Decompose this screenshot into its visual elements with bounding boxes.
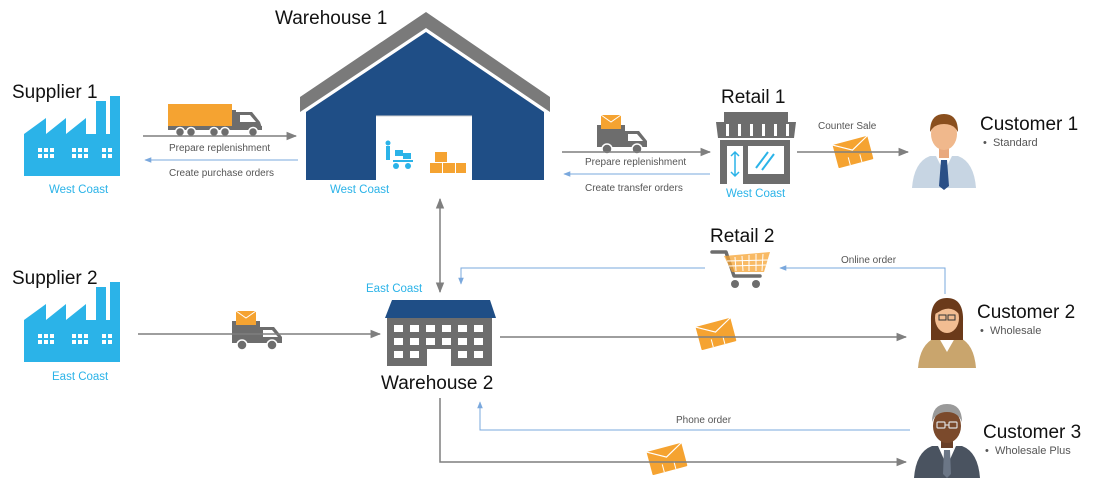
flow-label-prepare-replenishment: Prepare replenishment [585, 157, 687, 168]
customer3-type-text: Wholesale Plus [994, 445, 1071, 457]
retail1-location: West Coast [726, 188, 786, 200]
supplier1-location: West Coast [49, 184, 109, 196]
online-order-arrow [779, 265, 946, 294]
flow-label-counter-sale: Counter Sale [818, 121, 877, 132]
retail2-title: Retail 2 [710, 226, 775, 247]
wholesale-plus-shipment-arrow [439, 398, 908, 467]
flow-label-prepare-replenishment: Prepare replenishment [169, 143, 271, 154]
businesswoman-icon [918, 298, 976, 368]
flow-arrows [138, 131, 946, 467]
customer3-title: Customer 3 [983, 422, 1082, 443]
retail1-title: Retail 1 [721, 87, 786, 108]
senior-businessman-icon [914, 404, 980, 478]
supplier2-location: East Coast [52, 371, 109, 383]
shopping-cart-icon [710, 250, 770, 288]
building-icon [385, 300, 496, 366]
flow-label-online-order: Online order [841, 255, 897, 266]
phone-order-arrow [477, 401, 910, 431]
customer1-title: Customer 1 [980, 114, 1079, 135]
warehouse2-location: East Coast [366, 283, 423, 295]
customer3-type: • Wholesale Plus [985, 445, 1071, 457]
customer1-type-text: Standard [992, 137, 1038, 149]
supplier1-title: Supplier 1 [12, 82, 98, 103]
businessman-icon [912, 114, 976, 190]
online-order-arrow [458, 267, 705, 285]
flow-label-create-purchase-orders: Create purchase orders [169, 168, 275, 179]
storefront-icon [716, 112, 796, 184]
warehouse-icon [300, 12, 550, 180]
supplier2-title: Supplier 2 [12, 268, 98, 289]
flow-label-phone-order: Phone order [676, 415, 732, 426]
flow-label-create-transfer-orders: Create transfer orders [585, 183, 683, 194]
customer2-type-text: Wholesale [989, 325, 1042, 337]
warehouse1-location: West Coast [330, 184, 390, 196]
truck-icon [168, 104, 262, 138]
warehouse2-title: Warehouse 2 [381, 373, 494, 394]
customer1-type: • Standard [983, 137, 1038, 149]
warehouse1-title: Warehouse 1 [275, 8, 388, 29]
customer2-type: • Wholesale [980, 325, 1042, 337]
customer2-title: Customer 2 [977, 302, 1076, 323]
